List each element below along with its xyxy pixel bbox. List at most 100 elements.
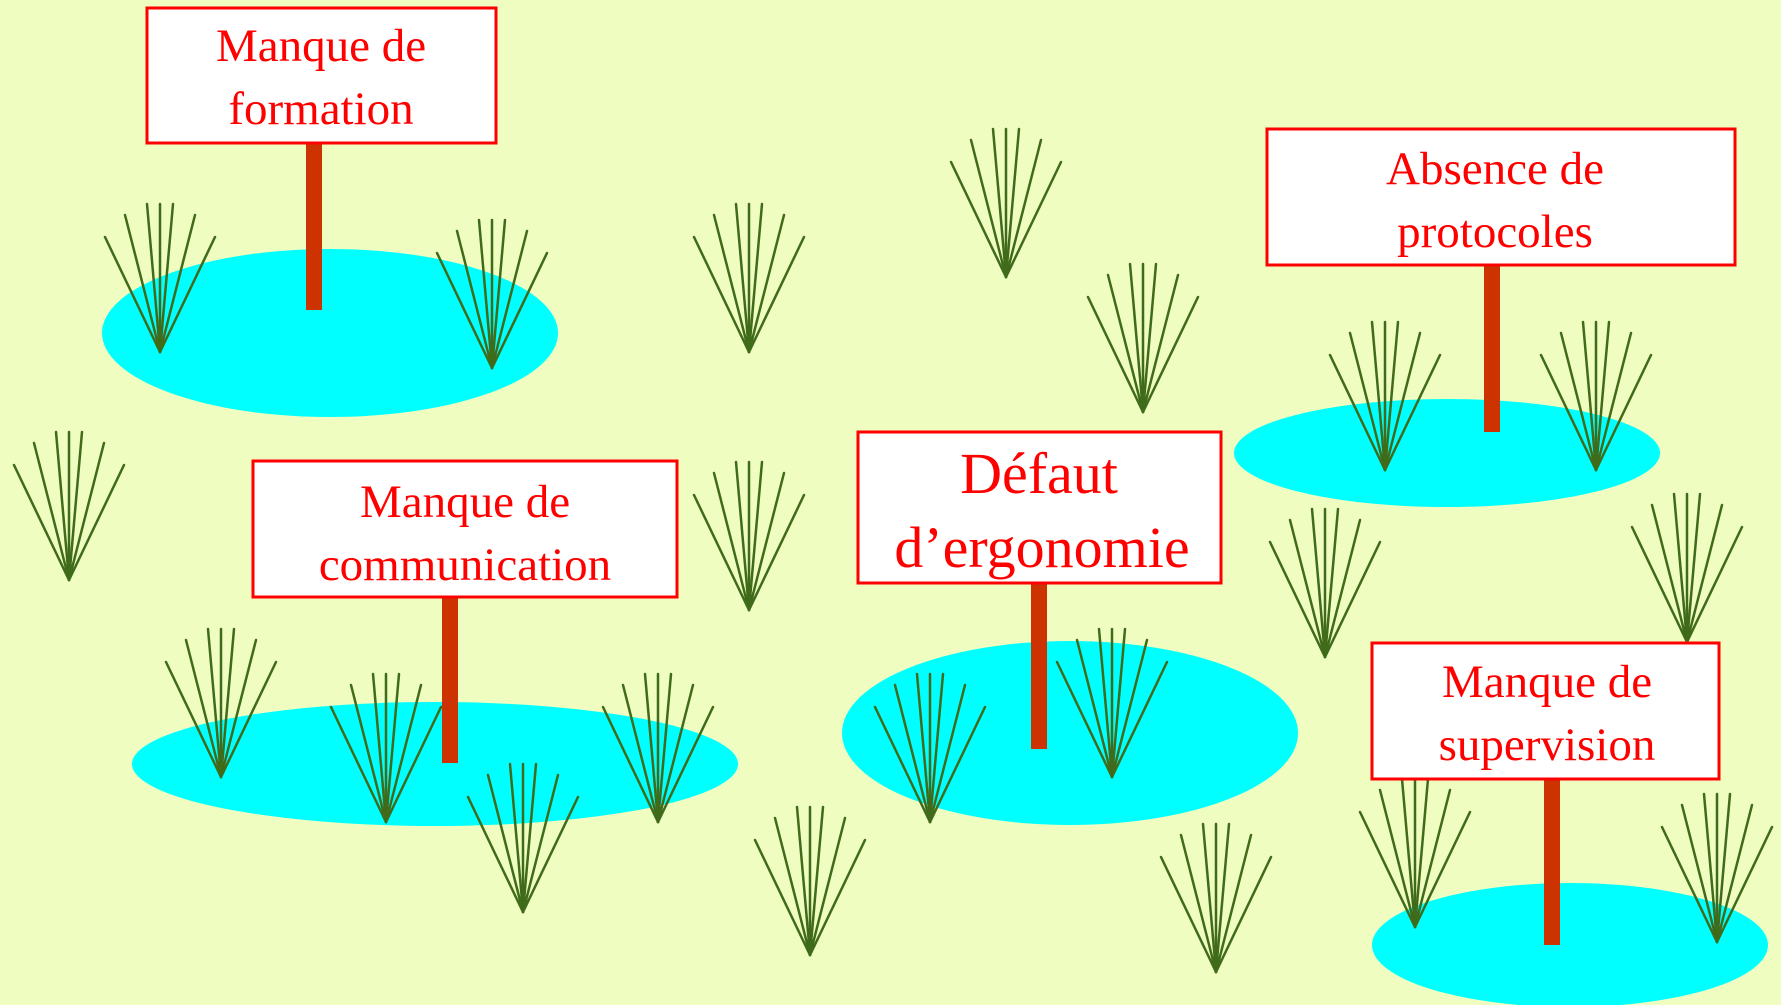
sign-ergonomie: Défaut d’ergonomie <box>856 430 1223 585</box>
sign-protocoles-line2: protocoles <box>1397 206 1593 258</box>
sign-ergonomie-line2: d’ergonomie <box>894 515 1189 580</box>
grass-blade <box>656 672 673 824</box>
grass-blade <box>158 235 217 354</box>
grass-blade <box>158 202 175 354</box>
grass-blade <box>521 762 538 914</box>
posts <box>306 143 1560 945</box>
grass-blade <box>753 838 812 957</box>
grass-tuft-icon <box>466 762 580 914</box>
grass-blade <box>747 235 806 354</box>
grass-blade <box>1539 353 1598 472</box>
pond-protocoles <box>1234 399 1660 507</box>
grass-blade <box>1075 638 1114 779</box>
grass-blade <box>1594 331 1633 472</box>
grass-blade <box>1594 353 1653 472</box>
sign-supervision: Manque de supervision <box>1370 641 1721 781</box>
grass-blade <box>1141 262 1158 414</box>
grass-blade <box>384 672 401 824</box>
grass-blade <box>466 795 525 914</box>
grass-blade <box>384 683 423 824</box>
grass-blade <box>1288 518 1327 659</box>
grass-blade <box>1702 792 1719 944</box>
grass-blade <box>1685 525 1744 644</box>
pond-communication <box>132 702 738 826</box>
sign-communication-line1: Manque de <box>360 476 570 528</box>
grass-blade <box>808 805 825 957</box>
grass-tuft-icon <box>435 218 549 370</box>
grass-blade <box>1383 353 1442 472</box>
grass-tuft-icon <box>949 127 1063 279</box>
grass-blade <box>692 493 751 612</box>
grass-blade <box>1383 320 1400 472</box>
grass-blade <box>621 683 660 824</box>
sign-protocoles-board <box>1265 127 1737 267</box>
grass-blade <box>1310 507 1327 659</box>
grass-tuft-icon <box>164 627 278 779</box>
grass-blade <box>949 160 1008 279</box>
grass-tuft-icon <box>1159 822 1273 974</box>
grass-blade <box>991 127 1008 279</box>
sign-protocoles: Absence de protocoles <box>1265 127 1737 267</box>
grass-blade <box>219 638 258 779</box>
grass-blade <box>808 838 867 957</box>
sign-communication-board <box>251 459 679 599</box>
pond-formation <box>102 249 558 417</box>
post-protocoles <box>1484 265 1500 432</box>
grass-blade <box>712 213 751 354</box>
grass-blade <box>1268 540 1327 659</box>
sign-formation-board <box>145 6 498 145</box>
grass-blade <box>712 471 751 612</box>
grass-blade <box>1715 803 1754 944</box>
grass-tuft-icon <box>1055 627 1169 779</box>
grass-blade <box>795 805 812 957</box>
grass-blade <box>928 672 945 824</box>
grass-blade <box>477 218 494 370</box>
grass-blade <box>1323 540 1382 659</box>
grass-blade <box>1559 331 1598 472</box>
sign-formation-line1: Manque de <box>216 20 426 72</box>
grass-blade <box>1650 503 1689 644</box>
grass-blade <box>455 229 494 370</box>
grass-tuft-icon <box>692 202 806 354</box>
grass-blade <box>32 441 71 582</box>
grass-blade <box>158 213 197 354</box>
grass-tuft-icon <box>12 430 126 582</box>
grass-tuft-icon <box>329 672 443 824</box>
grass-blade <box>747 493 806 612</box>
grass-blade <box>490 251 549 370</box>
sign-supervision-board <box>1370 641 1721 781</box>
grass-blade <box>734 460 751 612</box>
grass-blade <box>67 463 126 582</box>
grass-blade <box>747 213 786 354</box>
grass-blade <box>219 660 278 779</box>
grass-blade <box>1383 331 1422 472</box>
grass-blade <box>1378 788 1417 929</box>
grass-blade <box>656 683 695 824</box>
grass-blade <box>969 138 1008 279</box>
sign-supervision-line1: Manque de <box>1442 656 1652 708</box>
grass-blade <box>1214 822 1231 974</box>
grass-blade <box>643 672 660 824</box>
grass-blade <box>1201 822 1218 974</box>
grass-blade <box>1214 833 1253 974</box>
grass-blade <box>1141 295 1200 414</box>
grass-tuft-icon <box>1328 320 1442 472</box>
grass-blade <box>928 683 967 824</box>
grass-blade <box>1106 273 1145 414</box>
grass-blade <box>1004 127 1021 279</box>
post-formation <box>306 143 322 310</box>
grass-blade <box>349 683 388 824</box>
grass-tuft-icon <box>1086 262 1200 414</box>
grass-blade <box>656 705 715 824</box>
grass-tuft-icon <box>601 672 715 824</box>
grass-blade <box>1348 331 1387 472</box>
pond-ergonomie <box>842 641 1298 825</box>
grass-blade <box>1413 788 1452 929</box>
grass-blade <box>1179 833 1218 974</box>
grass-blade <box>1128 262 1145 414</box>
grass-blade <box>490 229 529 370</box>
grass-blade <box>1358 810 1417 929</box>
sign-communication-line2: communication <box>319 539 611 591</box>
grass-blade <box>521 795 580 914</box>
